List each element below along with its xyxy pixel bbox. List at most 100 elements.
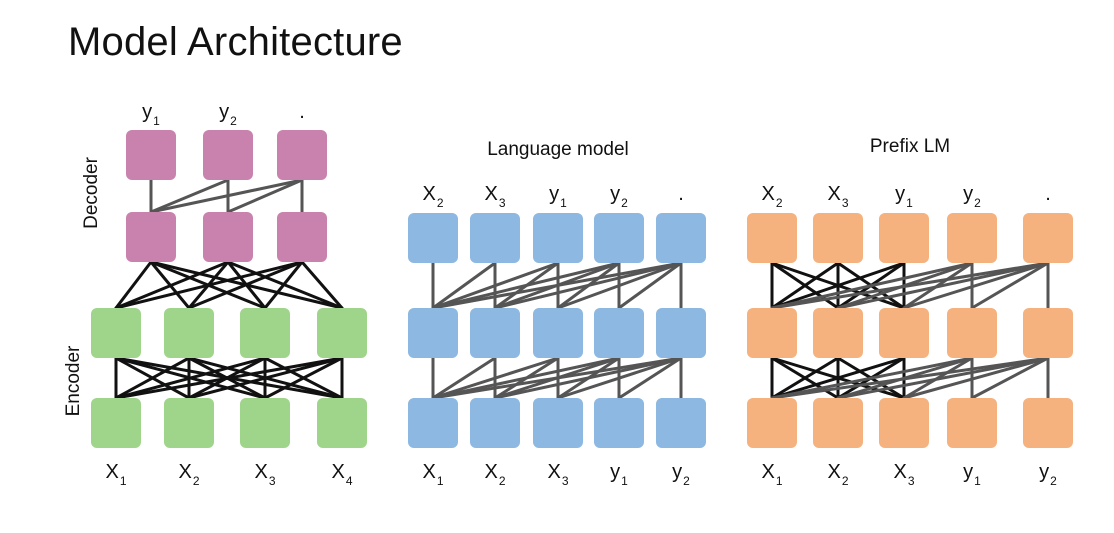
decoder-causal-edge [149,178,304,214]
encoder-input-label-subscript: 2 [193,474,200,488]
encoder-bottom-node [91,398,141,448]
encoder-input-label: X3 [254,461,275,488]
language-model-bottom-node [656,398,706,448]
prefix-lm-bottom-node [947,398,997,448]
encoder-input-label: X1 [105,461,126,488]
prefix-lm-output-label-subscript: 1 [906,196,913,210]
prefix-lm-mid-node [747,308,797,358]
prefix-lm-edge [770,261,840,310]
language-model-bottom-node [470,398,520,448]
language-model-top-node [408,213,458,263]
encoder-input-label-base: X [178,461,191,483]
prefix-lm-bottom-node [813,398,863,448]
language-model-top-node [533,213,583,263]
language-model-input-label-subscript: 2 [499,474,506,488]
prefix-lm-top-node [1023,213,1073,263]
prefix-lm-mid-node [879,308,929,358]
prefix-lm-input-label: X3 [893,461,914,488]
prefix-lm-top-node [947,213,997,263]
language-model-input-label: X2 [484,461,505,488]
encoder-edge [114,356,191,400]
language-model-output-label-subscript: 2 [437,196,444,210]
language-model-input-label: y1 [610,461,628,488]
prefix-lm-edge [770,356,974,400]
language-model-edge [431,261,497,310]
decoder-output-node [126,130,176,180]
encoder-top-node [240,308,290,358]
prefix-lm-input-label: X2 [827,461,848,488]
encoder-edge [114,356,344,400]
decoder-output-label: y2 [219,101,237,128]
language-model-edge [493,261,683,310]
language-model-mid-node [470,308,520,358]
language-model-mid-node [594,308,644,358]
encoder-top-node [91,308,141,358]
prefix-lm-mid-node [1023,308,1073,358]
language-model-input-label-subscript: 3 [562,474,569,488]
prefix-lm-output-label: X2 [761,183,782,210]
prefix-lm-input-label: y1 [963,461,981,488]
prefix-lm-input-label-subscript: 3 [908,474,915,488]
language-model-edge [431,356,621,400]
encoder-input-label-subscript: 3 [269,474,276,488]
prefix-lm-output-label-base: X [761,183,774,205]
language-model-output-label-base: y [549,183,559,205]
prefix-lm-output-label-subscript: 2 [974,196,981,210]
prefix-lm-output-label: y1 [895,183,913,210]
decoder-output-node [277,130,327,180]
language-model-output-label-subscript: 2 [621,196,628,210]
language-model-output-label-base: . [678,183,684,205]
language-model-input-label-base: X [422,461,435,483]
prefix-lm-input-label-base: X [827,461,840,483]
language-model-input-label-base: X [547,461,560,483]
language-model-mid-node [656,308,706,358]
prefix-lm-edge [902,356,1050,400]
prefix-lm-edge [902,261,1050,310]
language-model-input-label-base: y [672,461,682,483]
language-model-edge [431,261,560,310]
prefix-lm-input-label-base: y [1039,461,1049,483]
decoder-output-label-subscript: 1 [153,114,160,128]
language-model-bottom-node [594,398,644,448]
cross-attention-edge [300,260,344,310]
prefix-lm-edge [970,261,1050,310]
encoder-input-label: X2 [178,461,199,488]
prefix-lm-output-label: . [1045,183,1051,205]
encoder-edge [263,356,344,400]
prefix-lm-edge [770,261,974,310]
prefix-lm-input-label-base: y [963,461,973,483]
prefix-lm-output-label-base: y [895,183,905,205]
prefix-lm-title: Prefix LM [870,136,950,157]
decoder-output-node [203,130,253,180]
prefix-lm-edge [770,261,1050,310]
decoder-output-label: . [299,101,305,123]
encoder-bottom-node [317,398,367,448]
decoder-output-label: y1 [142,101,160,128]
encoder-top-node [317,308,367,358]
prefix-lm-bottom-node [879,398,929,448]
language-model-input-label: X3 [547,461,568,488]
encoder-bottom-node [240,398,290,448]
language-model-input-label-base: X [484,461,497,483]
prefix-lm-bottom-node [1023,398,1073,448]
prefix-lm-input-label-base: X [761,461,774,483]
language-model-output-label: X3 [484,183,505,210]
language-model-edge [431,356,560,400]
language-model-top-node [656,213,706,263]
language-model-top-node [470,213,520,263]
language-model-input-label: y2 [672,461,690,488]
language-model-input-label-subscript: 1 [621,474,628,488]
decoder-output-label-base: . [299,101,305,123]
prefix-lm-output-label-base: y [963,183,973,205]
token-nodes [91,130,1073,448]
language-model-output-label-base: X [422,183,435,205]
encoder-input-label-base: X [254,461,267,483]
attention-edges [114,178,1050,400]
prefix-lm-input-label: X1 [761,461,782,488]
language-model-output-label: X2 [422,183,443,210]
encoder-label: Encoder [63,345,84,416]
language-model-edge [617,261,683,310]
prefix-lm-input-label: y2 [1039,461,1057,488]
language-model-output-label-base: y [610,183,620,205]
